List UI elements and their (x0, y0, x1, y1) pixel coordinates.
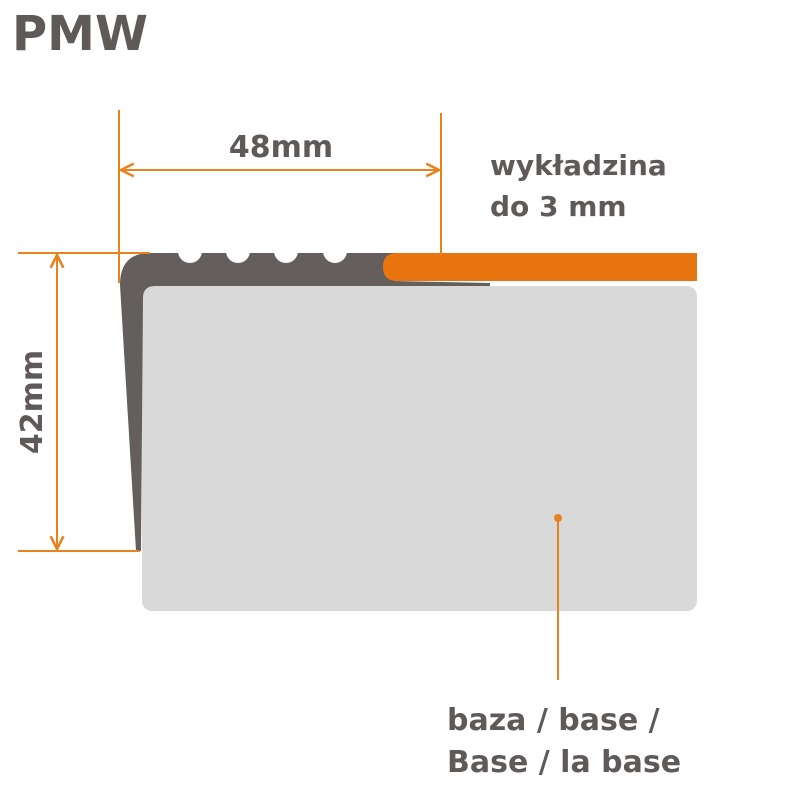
carpet-label-line2: do 3 mm (490, 190, 627, 223)
dimension-lines (18, 110, 559, 680)
stair-profile (120, 253, 490, 551)
groove (323, 239, 347, 263)
carpet-label-line1: wykładzina (490, 149, 667, 182)
groove (274, 239, 298, 263)
grip-grooves (178, 239, 347, 263)
base-leader-dot (554, 514, 562, 522)
base-block (142, 286, 697, 611)
carpet-strip (383, 253, 697, 281)
base-label-line2: Base / la base (447, 745, 681, 780)
title: PMW (12, 6, 148, 62)
base-label-line1: baza / base / (447, 703, 660, 738)
height-dimension-label: 42mm (15, 350, 50, 454)
width-dimension-label: 48mm (229, 130, 333, 165)
groove (226, 239, 250, 263)
groove (178, 239, 202, 263)
